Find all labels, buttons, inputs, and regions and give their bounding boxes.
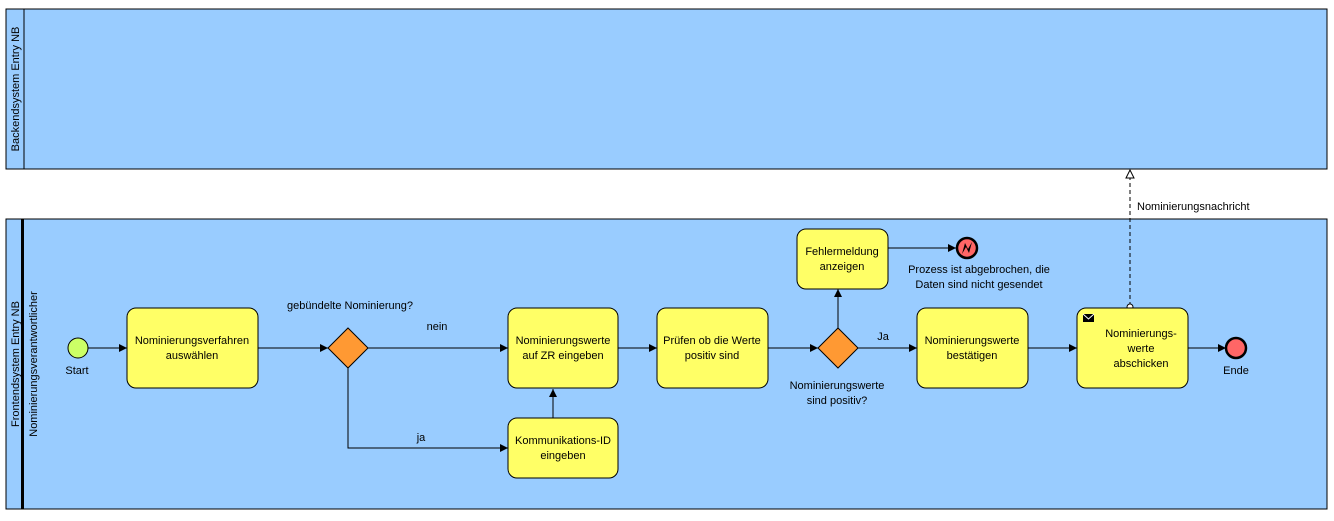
start-label: Start xyxy=(65,365,88,377)
task-label-line1: Nominierungswerte xyxy=(925,335,1020,347)
task-label-line1: Kommunikations-ID xyxy=(515,435,611,447)
flow-label-nein: nein xyxy=(427,321,448,333)
task-fehlermeldung[interactable]: Fehlermeldung anzeigen xyxy=(796,228,889,290)
task-label-line2: auswählen xyxy=(166,350,219,362)
task-bestaetigen[interactable]: Nominierungswerte bestätigen xyxy=(916,307,1029,389)
task-nominierungsverfahren[interactable]: Nominierungsverfahren auswählen xyxy=(126,307,259,389)
error-bolt-icon xyxy=(962,242,972,254)
end-label: Ende xyxy=(1223,365,1249,377)
frontend-lane-label: Nominierungsverantwortlicher xyxy=(28,291,40,437)
sequence-flows xyxy=(88,244,1226,452)
end-event[interactable]: Ende xyxy=(1223,336,1249,377)
gateway-label: gebündelte Nominierung? xyxy=(287,300,413,312)
task-label-line1: Prüfen ob die Werte xyxy=(663,335,761,347)
task-label-line1: Nominierungswerte xyxy=(516,335,611,347)
gateway-label-line2: sind positiv? xyxy=(807,395,868,407)
task-label-line1: Nominierungs- xyxy=(1105,328,1177,340)
start-event[interactable]: Start xyxy=(65,337,89,377)
message-arrow-head xyxy=(1125,168,1135,179)
gateway-label-line1: Nominierungswerte xyxy=(790,380,885,392)
envelope-icon xyxy=(1082,313,1095,322)
task-label-line2: auf ZR eingeben xyxy=(522,350,603,362)
backend-pool: Backendsystem Entry NB xyxy=(5,8,1328,170)
task-label-line2: anzeigen xyxy=(820,261,865,273)
task-pruefen-werte[interactable]: Prüfen ob die Werte positiv sind xyxy=(656,307,769,389)
error-end-label-line1: Prozess ist abgebrochen, die xyxy=(908,264,1050,276)
task-nominierungswerte-eingeben[interactable]: Nominierungswerte auf ZR eingeben xyxy=(507,307,619,389)
task-kommunikations-id[interactable]: Kommunikations-ID eingeben xyxy=(507,417,619,479)
task-label-line2: eingeben xyxy=(540,450,585,462)
task-label-line2: positiv sind xyxy=(685,350,739,362)
flow-label-ja: ja xyxy=(416,432,426,444)
task-label-line2: bestätigen xyxy=(947,350,998,362)
task-label-line2: werte xyxy=(1127,343,1155,355)
flow-g1-t3 xyxy=(347,368,508,452)
message-flow-label: Nominierungsnachricht xyxy=(1137,201,1250,213)
gateway-gebuendelte-nominierung[interactable]: gebündelte Nominierung? xyxy=(287,300,413,369)
task-label-line1: Nominierungsverfahren xyxy=(135,335,249,347)
error-end-label-line2: Daten sind nicht gesendet xyxy=(915,279,1042,291)
frontend-pool-label: Frontendsystem Entry NB xyxy=(10,301,22,427)
flow-label-Ja: Ja xyxy=(877,331,890,343)
gateway-werte-positiv[interactable]: Nominierungswerte sind positiv? xyxy=(790,327,885,407)
error-end-event[interactable]: Prozess ist abgebrochen, die Daten sind … xyxy=(908,236,1050,291)
backend-pool-label: Backendsystem Entry NB xyxy=(10,27,22,152)
task-label-line3: abschicken xyxy=(1113,358,1168,370)
task-abschicken[interactable]: Nominierungs- werte abschicken xyxy=(1076,307,1189,389)
task-label-line1: Fehlermeldung xyxy=(805,246,878,258)
